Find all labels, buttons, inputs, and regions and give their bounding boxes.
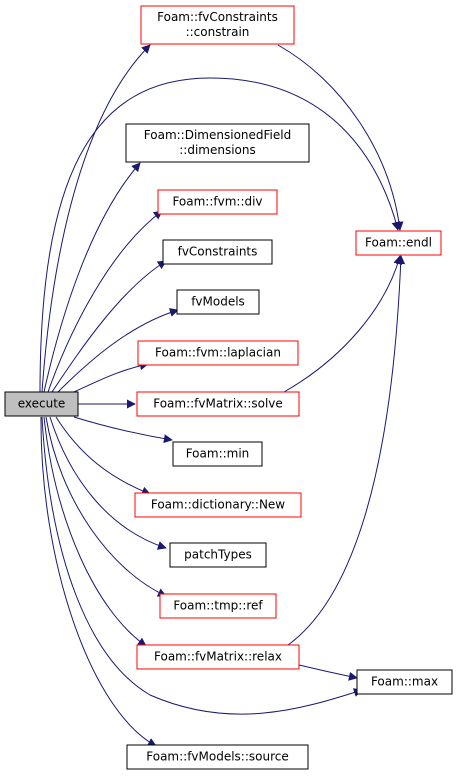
- node-fvconstraints-constrain[interactable]: Foam::fvConstraints::constrain: [140, 5, 295, 45]
- edge-execute-to-min: [73, 416, 173, 444]
- node-dictionary-new[interactable]: Foam::dictionary::New: [134, 492, 302, 518]
- node-label: Foam::tmp::ref: [173, 599, 263, 613]
- node-fvm-div[interactable]: Foam::fvm::div: [157, 189, 278, 215]
- graph-node-box: [169, 542, 267, 568]
- node-label: fvModels: [191, 295, 245, 309]
- node-fvmodels[interactable]: fvModels: [176, 289, 260, 315]
- edges: [39, 44, 406, 747]
- edge-execute-to-endl: [39, 77, 401, 393]
- graph-node-truncated-box: [136, 644, 300, 670]
- node-label: ::dimensions: [179, 143, 256, 157]
- node-tmp-ref[interactable]: Foam::tmp::ref: [159, 593, 277, 619]
- graph-node-truncated-box: [157, 189, 278, 215]
- edge-execute-to-patchtypes: [49, 416, 167, 550]
- node-max[interactable]: Foam::max: [356, 669, 453, 695]
- graph-node-box: [162, 239, 273, 265]
- edge-fvconstraints-constrain-to-endl: [277, 44, 404, 231]
- node-label: Foam::fvModels::source: [146, 750, 289, 764]
- node-label: patchTypes: [184, 548, 252, 562]
- edge-execute-to-max: [41, 416, 363, 715]
- node-min[interactable]: Foam::min: [172, 441, 263, 467]
- graph-node-box: [356, 669, 453, 695]
- node-label: Foam::fvConstraints: [157, 10, 278, 24]
- node-label: Foam::fvMatrix::solve: [153, 397, 283, 411]
- node-fvmodels-source[interactable]: Foam::fvModels::source: [126, 744, 309, 770]
- edge-execute-to-fvm-div: [47, 210, 163, 393]
- graph-node-box: [172, 441, 263, 467]
- graph-node-truncated-box: [137, 340, 299, 366]
- node-label: Foam::dictionary::New: [151, 498, 285, 512]
- graph-node-truncated-box: [159, 593, 277, 619]
- node-label: execute: [18, 397, 66, 411]
- edge-execute-to-fvmatrix-relax: [43, 416, 147, 647]
- node-fvmatrix-solve[interactable]: Foam::fvMatrix::solve: [136, 391, 300, 417]
- node-label: ::constrain: [186, 25, 250, 39]
- graph-node-box: [176, 289, 260, 315]
- node-label: Foam::max: [371, 675, 438, 689]
- edge-fvmatrix-solve-to-endl: [283, 255, 403, 393]
- graph-node-truncated-box: [136, 391, 300, 417]
- edge-execute-to-tmp-ref: [45, 416, 167, 597]
- graph-node-truncated-box: [355, 230, 442, 256]
- node-label: Foam::min: [186, 447, 250, 461]
- node-endl[interactable]: Foam::endl: [355, 230, 442, 256]
- node-label: fvConstraints: [178, 245, 258, 259]
- node-label: Foam::endl: [365, 236, 432, 250]
- edge-fvmatrix-relax-to-max: [298, 664, 358, 681]
- graph-node-box: [125, 123, 310, 163]
- edge-execute-to-dimensionedfield-dimensions: [43, 162, 141, 393]
- node-label: Foam::fvMatrix::relax: [154, 650, 282, 664]
- node-fvm-laplacian[interactable]: Foam::fvm::laplacian: [137, 340, 299, 366]
- graph-node-box: [126, 744, 309, 770]
- node-label: Foam::DimensionedField: [144, 128, 291, 142]
- graph-node-truncated-box: [140, 5, 295, 45]
- node-label: Foam::fvm::laplacian: [155, 346, 281, 360]
- edge-execute-to-dictionary-new: [55, 416, 151, 496]
- graph-node-truncated-box: [134, 492, 302, 518]
- edge-execute-to-fvmodels-source: [40, 416, 157, 747]
- edge-execute-to-fvmodels: [57, 308, 179, 393]
- node-label: Foam::fvm::div: [172, 195, 262, 209]
- edge-execute-to-fvconstraints: [51, 260, 167, 393]
- node-patchtypes[interactable]: patchTypes: [169, 542, 267, 568]
- node-fvconstraints[interactable]: fvConstraints: [162, 239, 273, 265]
- nodes: executeFoam::fvConstraints::constrainFoa…: [4, 5, 453, 770]
- edge-execute-to-fvm-laplacian: [73, 361, 149, 393]
- edge-fvmatrix-relax-to-endl: [287, 255, 406, 646]
- node-fvmatrix-relax[interactable]: Foam::fvMatrix::relax: [136, 644, 300, 670]
- node-execute[interactable]: execute: [4, 391, 79, 417]
- edge-execute-to-fvconstraints-constrain: [41, 44, 151, 393]
- node-dimensionedfield-dimensions[interactable]: Foam::DimensionedField::dimensions: [125, 123, 310, 163]
- graph-node-root-box: [4, 391, 79, 417]
